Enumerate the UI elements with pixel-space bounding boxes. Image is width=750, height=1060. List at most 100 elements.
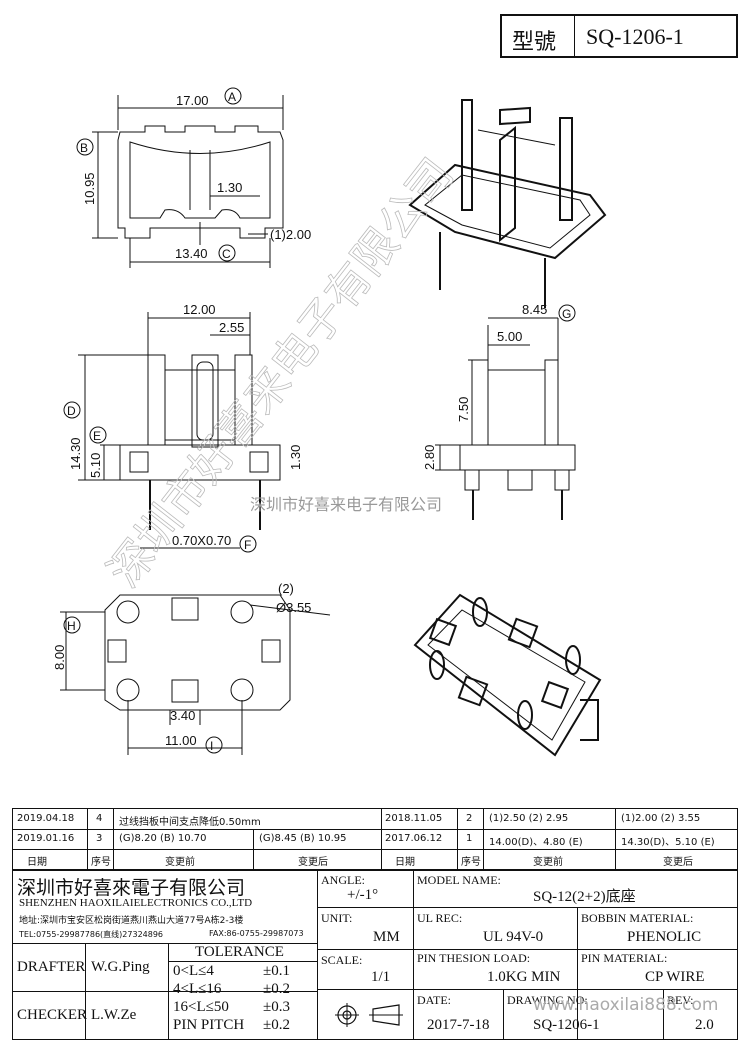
tol-value-2: ±0.2 xyxy=(263,981,290,997)
angle-value: +/-1° xyxy=(347,887,379,903)
pin-material-value: CP WIRE xyxy=(645,969,705,985)
circle-label-c: C xyxy=(222,247,231,261)
ul-rec-label: UL REC: xyxy=(417,911,463,925)
rev-header-after-2: 变更后 xyxy=(663,857,693,868)
dim-10-95: 10.95 xyxy=(82,172,97,205)
top-view: 17.00 A B 10.95 1.30 (1)2.00 13.40 C xyxy=(76,87,311,268)
dim-5-00: 5.00 xyxy=(497,329,522,344)
projection-symbol-icon xyxy=(335,1003,403,1027)
rev-3-before: (G)8.20 (B) 10.70 xyxy=(119,833,207,844)
rev-3-date: 2019.01.16 xyxy=(17,833,75,844)
bobbin-material-label: BOBBIN MATERIAL: xyxy=(581,911,694,925)
watermark-overlay: 深圳市好喜来电子有限公司 xyxy=(250,495,442,514)
ul-rec-value: UL 94V-0 xyxy=(483,929,544,945)
dim-holes-2: (2) xyxy=(278,581,294,596)
side-view: 8.45 G 5.00 7.50 2.80 xyxy=(422,302,576,520)
dim-13-40: 13.40 xyxy=(175,246,208,261)
tolerance-label: TOLERANCE xyxy=(195,944,284,960)
model-header-box: 型號 SQ-1206-1 xyxy=(500,14,738,58)
tol-value-1: ±0.1 xyxy=(263,963,290,979)
drafter-value: W.G.Ping xyxy=(91,959,150,975)
rev-4-before: 过线挡板中间支点降低0.50mm xyxy=(119,817,261,828)
company-address: 地址:深圳市宝安区松岗街道燕川燕山大道77号A栋2-3楼 xyxy=(19,916,244,926)
scale-value: 1/1 xyxy=(371,969,391,985)
rev-2-no: 2 xyxy=(466,813,473,824)
bottom-view: (2) Ø3.55 H 8.00 3.40 11.00 I xyxy=(52,581,331,755)
rev-header-after: 变更后 xyxy=(298,857,328,868)
model-name-value: SQ-12(2+2)底座 xyxy=(533,889,636,905)
rev-1-date: 2017.06.12 xyxy=(385,833,443,844)
drafter-label: DRAFTER xyxy=(17,959,86,975)
drawing-no-label: DRAWING NO: xyxy=(507,993,588,1007)
dim-0-70: 0.70X0.70 xyxy=(172,533,231,548)
company-name-cn: 深圳市好喜來電子有限公司 xyxy=(17,877,246,899)
rev-4-date: 2019.04.18 xyxy=(17,813,75,824)
circle-label-a: A xyxy=(228,90,236,104)
rev-1-no: 1 xyxy=(466,833,473,844)
rev-header-before: 变更前 xyxy=(165,857,195,868)
rev-label: REV: xyxy=(667,993,694,1007)
tol-range-1: 0<L≤4 xyxy=(173,963,214,979)
model-name-label: MODEL NAME: xyxy=(417,873,501,887)
dim-1-30: 1.30 xyxy=(217,180,242,195)
dim-2-80: 2.80 xyxy=(422,445,437,470)
model-header-label: 型號 xyxy=(512,29,557,54)
angle-label: ANGLE: xyxy=(321,873,365,887)
rev-1-before: 14.00(D)、4.80 (E) xyxy=(489,837,583,848)
date-value: 2017-7-18 xyxy=(427,1017,490,1033)
dim-h-1-30: 1.30 xyxy=(288,445,303,470)
circle-label-h: H xyxy=(67,619,76,633)
model-header-value: SQ-1206-1 xyxy=(586,24,684,49)
dim-dia-3-55: Ø3.55 xyxy=(276,600,311,615)
dim-8-00: 8.00 xyxy=(52,645,67,670)
technical-drawing: 17.00 A B 10.95 1.30 (1)2.00 13.40 C xyxy=(52,87,607,757)
footer-url-watermark: www.haoxilai888.com xyxy=(533,995,719,1015)
rev-header-no-2: 序号 xyxy=(461,857,481,868)
company-tel: TEL:0755-29987786(直线)27324896 xyxy=(19,930,164,939)
tol-value-4: ±0.2 xyxy=(263,1017,290,1033)
pin-load-label: PIN THESION LOAD: xyxy=(417,951,531,965)
tol-range-4: PIN PITCH xyxy=(173,1017,245,1033)
title-block: 深圳市好喜來電子有限公司 SHENZHEN HAOXILAIELECTRONIC… xyxy=(12,870,738,1040)
circle-label-e: E xyxy=(93,429,101,443)
pin-material-label: PIN MATERIAL: xyxy=(581,951,668,965)
company-fax: FAX:86-0755-29987073 xyxy=(209,929,304,938)
dim-3-40: 3.40 xyxy=(170,708,195,723)
bobbin-material-value: PHENOLIC xyxy=(627,929,702,945)
dim-7-50: 7.50 xyxy=(456,397,471,422)
dim-17-00: 17.00 xyxy=(176,93,209,108)
scale-label: SCALE: xyxy=(321,953,363,967)
checker-label: CHECKER xyxy=(17,1007,88,1023)
rev-1-after: 14.30(D)、5.10 (E) xyxy=(621,837,715,848)
rev-header-date: 日期 xyxy=(27,857,47,868)
rev-value: 2.0 xyxy=(695,1017,714,1033)
dim-5-10: 5.10 xyxy=(88,453,103,478)
circle-label-f: F xyxy=(244,538,251,552)
drawing-no-value: SQ-1206-1 xyxy=(533,1017,600,1033)
unit-label: UNIT: xyxy=(321,911,353,925)
tol-range-3: 16<L≤50 xyxy=(173,999,229,1015)
circle-label-g: G xyxy=(562,307,571,321)
dim-11-00: 11.00 xyxy=(165,733,197,748)
company-name-en: SHENZHEN HAOXILAIELECTRONICS CO.,LTD xyxy=(19,897,253,909)
rev-header-no: 序号 xyxy=(91,857,111,868)
unit-value: MM xyxy=(373,929,400,945)
tol-range-2: 4<L≤16 xyxy=(173,981,222,997)
dim-14-30: 14.30 xyxy=(68,437,83,470)
date-label: DATE: xyxy=(417,993,451,1007)
rev-header-date-2: 日期 xyxy=(395,857,415,868)
isometric-view-top xyxy=(408,99,607,308)
front-view: 12.00 2.55 D 14.30 E 5.10 1.30 0.70X0.70… xyxy=(63,302,303,553)
dim-2-55: 2.55 xyxy=(219,320,244,335)
rev-3-after: (G)8.45 (B) 10.95 xyxy=(259,833,347,844)
circle-label-b: B xyxy=(80,141,88,155)
rev-2-after: (1)2.00 (2) 3.55 xyxy=(621,813,701,824)
rev-2-date: 2018.11.05 xyxy=(385,813,443,824)
isometric-view-bottom xyxy=(413,593,602,757)
pin-load-value: 1.0KG MIN xyxy=(487,969,561,985)
rev-4-no: 4 xyxy=(96,813,103,824)
rev-header-before-2: 变更前 xyxy=(533,857,563,868)
tol-value-3: ±0.3 xyxy=(263,999,290,1015)
dim-8-45: 8.45 xyxy=(522,302,547,317)
watermark-vertical: 深圳市好喜来电子有限公司 xyxy=(98,149,463,596)
